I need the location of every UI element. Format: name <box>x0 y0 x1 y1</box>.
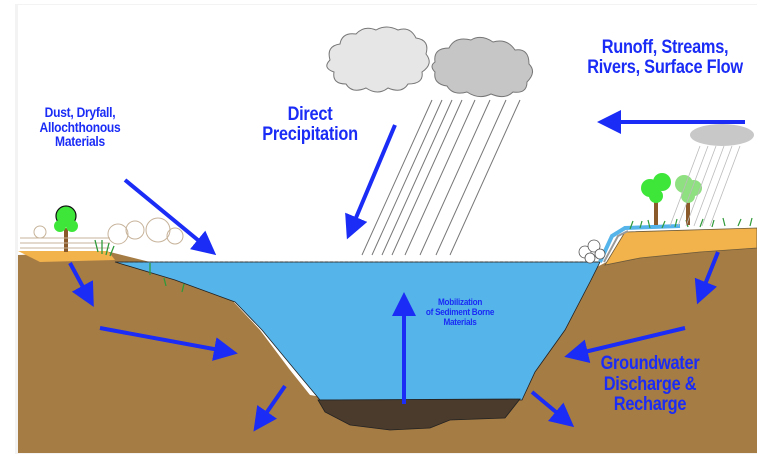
label-direct-precipitation: Direct Precipitation <box>246 105 375 145</box>
label-line: Materials <box>443 316 477 328</box>
sediment-layer <box>317 398 521 431</box>
shore-rock-right <box>603 230 629 263</box>
label-line: Direct <box>287 104 333 125</box>
tree-icon <box>641 173 702 225</box>
rain-icon <box>669 145 741 227</box>
label-line: Allochthonous <box>39 118 121 135</box>
label-line: Groundwater <box>600 353 700 374</box>
label-line: of Sediment Borne <box>425 306 495 318</box>
label-line: Runoff, Streams, <box>601 37 729 58</box>
shore-water-right <box>598 224 681 263</box>
grass-icon <box>629 217 753 230</box>
label-line: Materials <box>55 133 105 150</box>
rain-icon <box>361 99 521 256</box>
shrub-icon <box>578 239 606 264</box>
label-mobilization: Mobilization of Sediment Borne Materials <box>413 298 508 328</box>
label-line: Precipitation <box>262 123 358 145</box>
grass-icon <box>94 239 185 293</box>
arrow-gw-left-3 <box>253 384 287 432</box>
label-line: Dust, Dryfall, <box>44 104 116 120</box>
lake-diagram <box>18 5 757 453</box>
cloud-icon <box>326 26 533 98</box>
tree-icon <box>54 205 78 252</box>
label-line: Mobilization <box>437 297 483 308</box>
arrow-icon <box>68 110 745 432</box>
arrow-precipitation <box>345 124 397 240</box>
label-groundwater: Groundwater Discharge & Recharge <box>586 353 715 416</box>
arrow-dust <box>123 178 217 256</box>
arrow-gw-right-1 <box>694 251 720 305</box>
soil-ground <box>18 243 757 453</box>
arrow-gw-right-3 <box>530 390 575 428</box>
arrow-gw-left-2 <box>99 326 238 361</box>
cloud-icon <box>690 124 754 146</box>
label-line: Discharge & <box>603 373 697 395</box>
arrow-gw-right-2 <box>564 326 686 363</box>
diagram-svg <box>18 26 757 453</box>
label-line: Recharge <box>613 394 687 416</box>
arrow-gw-left-1 <box>68 262 94 308</box>
label-dust-dryfall: Dust, Dryfall, Allochthonous Materials <box>28 105 131 149</box>
shrub-icon <box>20 217 184 249</box>
topsoil-left <box>18 251 115 262</box>
label-runoff: Runoff, Streams, Rivers, Surface Flow <box>566 38 764 78</box>
label-line: Rivers, Surface Flow <box>587 56 743 78</box>
